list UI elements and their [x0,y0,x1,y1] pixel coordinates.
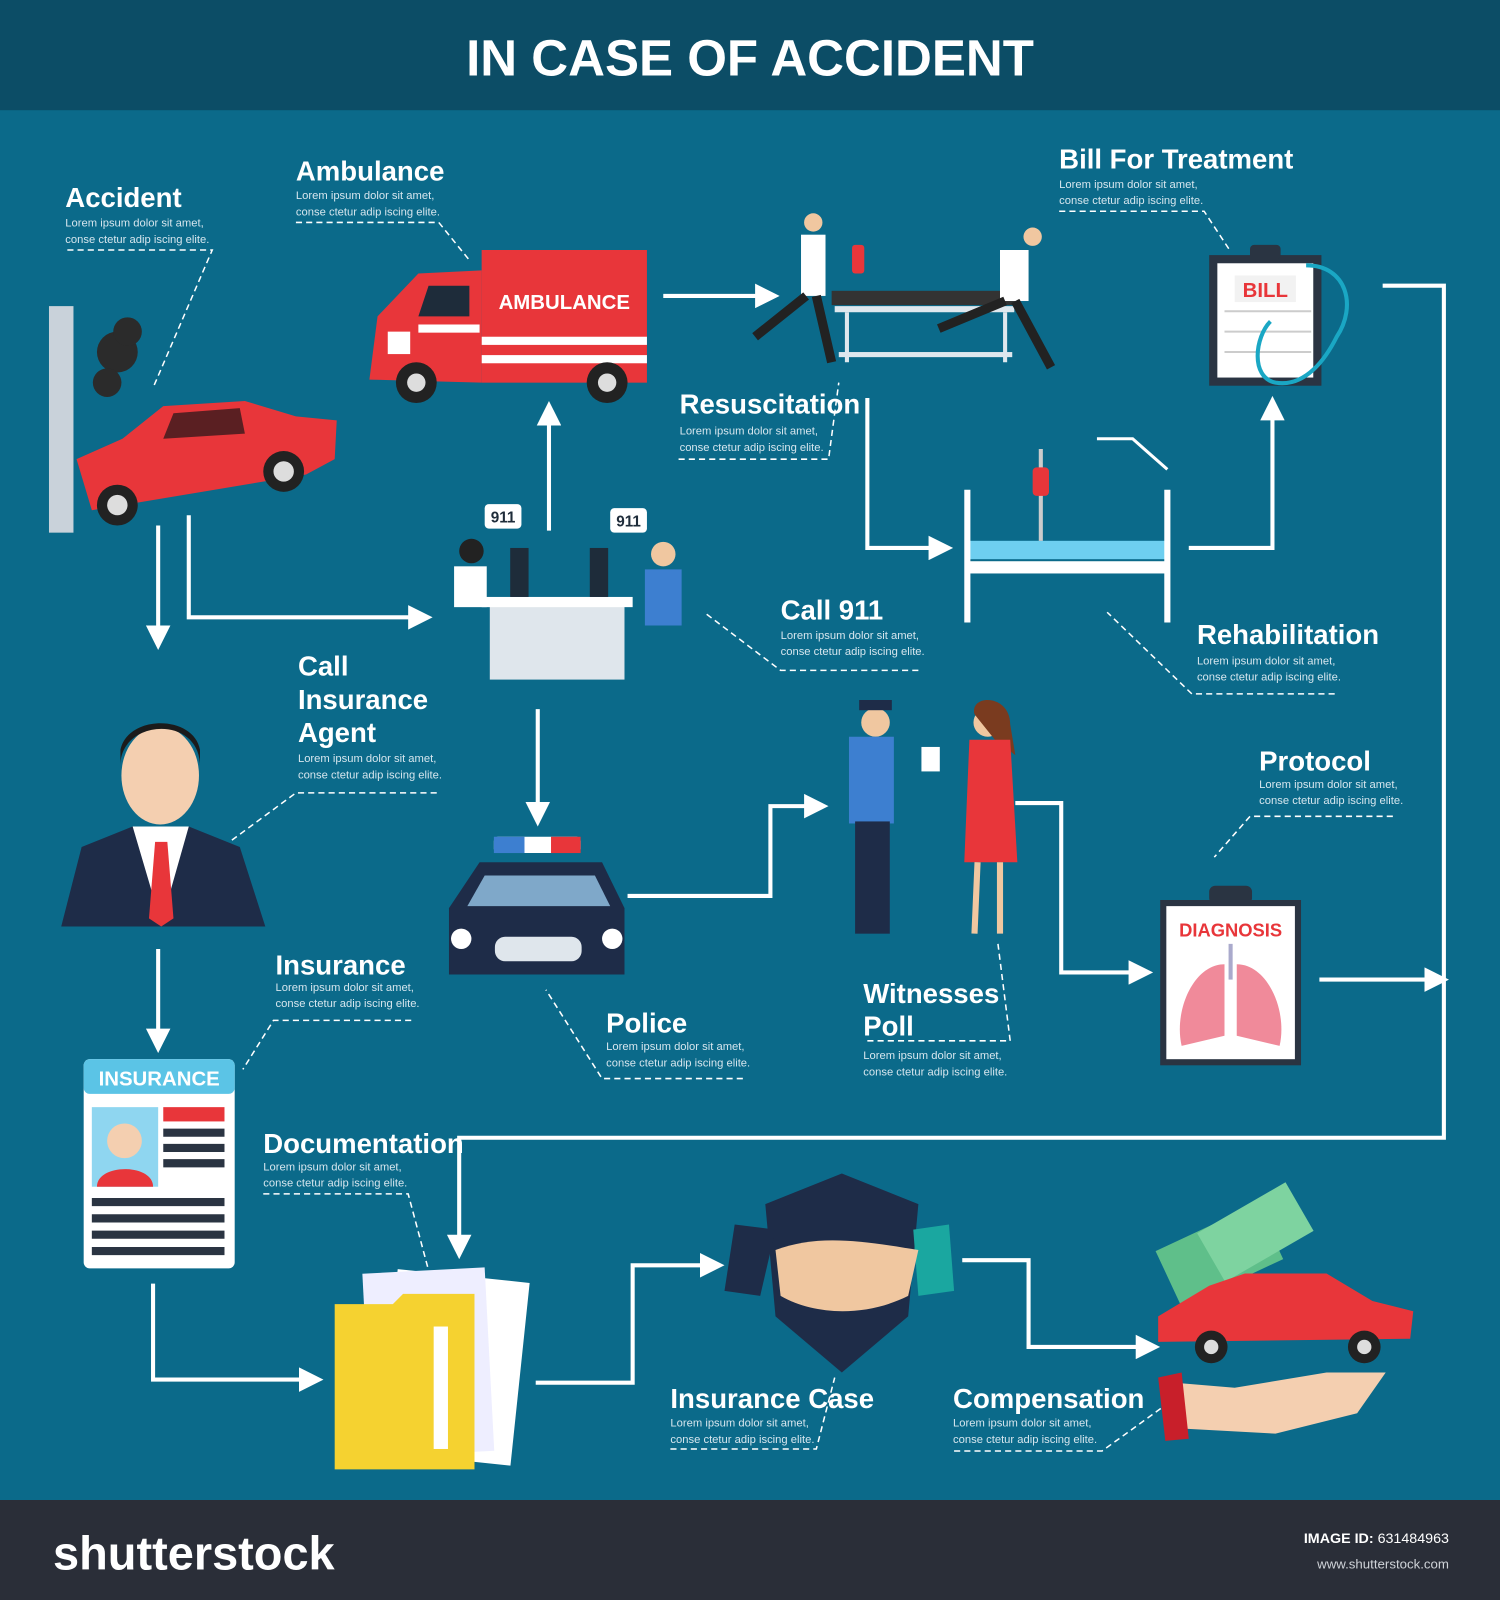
footer-logo: shutterstock [53,1527,336,1579]
diagnosis-clipboard-icon: DIAGNOSIS [1160,885,1302,1066]
arrow-accident-call911 [186,515,433,630]
step-desc-line: conse ctetur adip iscing elite. [276,998,420,1010]
insurance-agent-icon [61,723,266,927]
step-title: Compensation [953,1383,1144,1414]
step-desc-line: Lorem ipsum dolor sit amet, [1259,779,1397,791]
page-title: IN CASE OF ACCIDENT [466,30,1034,87]
step-desc-line: Lorem ipsum dolor sit amet, [298,753,436,765]
step-desc-line: conse ctetur adip iscing elite. [606,1057,750,1069]
car-crash-icon [48,306,337,533]
step-desc-line: conse ctetur adip iscing elite. [1197,672,1341,684]
documents-folder-icon [334,1267,530,1470]
step-accident: Accident Lorem ipsum dolor sit amet, con… [65,182,209,246]
step-title: Call [298,651,349,682]
step-bill: Bill For Treatment Lorem ipsum dolor sit… [1059,143,1293,207]
step-desc-line: Lorem ipsum dolor sit amet, [680,426,818,438]
step-documentation: Documentation Lorem ipsum dolor sit amet… [263,1128,463,1190]
step-title: Documentation [263,1128,463,1159]
arrow-resuscitation-rehab [865,397,954,561]
hospital-bed-icon [964,437,1171,623]
step-desc-line: conse ctetur adip iscing elite. [781,646,925,658]
image-id: IMAGE ID: 631484963 [1304,1531,1449,1547]
step-title: Poll [863,1011,914,1042]
step-desc-line: conse ctetur adip iscing elite. [680,442,824,454]
step-title: Police [606,1008,687,1039]
step-ambulance: Ambulance Lorem ipsum dolor sit amet, co… [296,156,444,219]
step-title: Bill For Treatment [1059,143,1293,174]
step-witnesses-poll: Witnesses Poll Lorem ipsum dolor sit ame… [863,978,1007,1078]
step-title: Rehabilitation [1197,619,1379,650]
image-id-value: 631484963 [1378,1531,1449,1547]
step-desc-line: conse ctetur adip iscing elite. [65,234,209,246]
step-desc-line: conse ctetur adip iscing elite. [1259,795,1403,807]
step-insurance-case: Insurance Case Lorem ipsum dolor sit ame… [670,1383,874,1446]
step-title: Witnesses [863,978,999,1009]
header-bar [0,0,1500,111]
step-title: Accident [65,182,181,213]
step-rehabilitation: Rehabilitation Lorem ipsum dolor sit ame… [1197,619,1379,684]
diagnosis-label: DIAGNOSIS [1179,920,1282,941]
arrow-documentation-case [535,1253,725,1385]
step-title: Insurance [298,684,428,715]
police-witness-icon [848,700,1018,934]
step-title: Ambulance [296,156,444,187]
handshake-shield-icon [724,1173,955,1373]
leader-lines [67,210,1393,1452]
step-title: Protocol [1259,745,1371,776]
step-compensation: Compensation Lorem ipsum dolor sit amet,… [953,1383,1144,1446]
step-desc-line: conse ctetur adip iscing elite. [1059,195,1203,207]
step-protocol: Protocol Lorem ipsum dolor sit amet, con… [1259,745,1403,807]
arrow-witnesses-diagnosis [1015,801,1154,985]
compensation-icon [1155,1182,1414,1441]
step-call911: Call 911 Lorem ipsum dolor sit amet, con… [781,594,925,658]
step-desc-line: Lorem ipsum dolor sit amet, [606,1041,744,1053]
call-center-icon: 911 911 [454,504,682,680]
bill-clipboard-icon: BILL [1209,244,1349,386]
step-desc-line: conse ctetur adip iscing elite. [863,1067,1007,1079]
step-police: Police Lorem ipsum dolor sit amet, conse… [606,1008,750,1070]
arrow-rehab-bill [1188,395,1285,550]
step-insurance: Insurance Lorem ipsum dolor sit amet, co… [276,949,420,1010]
step-desc-line: conse ctetur adip iscing elite. [296,206,440,218]
ambulance-label: AMBULANCE [499,292,630,314]
arrow-police-witnesses [627,793,829,898]
step-desc-line: Lorem ipsum dolor sit amet, [781,630,919,642]
step-desc-line: Lorem ipsum dolor sit amet, [263,1161,401,1173]
step-title: Insurance Case [670,1383,874,1414]
step-title: Agent [298,717,376,748]
arrow-case-compensation [962,1258,1161,1360]
bill-label: BILL [1243,280,1288,302]
speech-bubble-911-left: 911 [491,509,516,526]
step-resuscitation: Resuscitation Lorem ipsum dolor sit amet… [680,388,861,454]
step-call-insurance-agent: Call Insurance Agent Lorem ipsum dolor s… [298,651,442,782]
step-desc-line: Lorem ipsum dolor sit amet, [296,190,434,202]
image-id-label: IMAGE ID: [1304,1531,1374,1547]
step-desc-line: conse ctetur adip iscing elite. [953,1434,1097,1446]
step-title: Call 911 [781,594,884,625]
stretcher-doctors-icon [752,213,1056,370]
step-desc-line: Lorem ipsum dolor sit amet, [276,982,414,994]
speech-bubble-911-right: 911 [616,514,641,531]
step-desc-line: Lorem ipsum dolor sit amet, [670,1418,808,1430]
step-desc-line: Lorem ipsum dolor sit amet, [863,1050,1001,1062]
step-desc-line: Lorem ipsum dolor sit amet, [65,218,203,230]
arrow-insurance-documentation [151,1283,324,1392]
step-desc-line: Lorem ipsum dolor sit amet, [1059,179,1197,191]
step-desc-line: Lorem ipsum dolor sit amet, [1197,655,1335,667]
insurance-card-label: INSURANCE [99,1069,220,1091]
ambulance-icon: AMBULANCE [369,250,647,404]
arrow-bill-documentation [446,283,1446,1260]
flow-arrows [145,283,1449,1392]
police-car-icon [448,836,625,975]
step-desc-line: conse ctetur adip iscing elite. [298,770,442,782]
insurance-card-icon: INSURANCE [83,1059,235,1269]
step-desc-line: conse ctetur adip iscing elite. [263,1178,407,1190]
step-title: Resuscitation [680,388,861,419]
step-desc-line: Lorem ipsum dolor sit amet, [953,1418,1091,1430]
step-title: Insurance [276,949,406,980]
footer-url: www.shutterstock.com [1316,1556,1449,1571]
step-desc-line: conse ctetur adip iscing elite. [670,1434,814,1446]
footer-bar [0,1500,1500,1600]
